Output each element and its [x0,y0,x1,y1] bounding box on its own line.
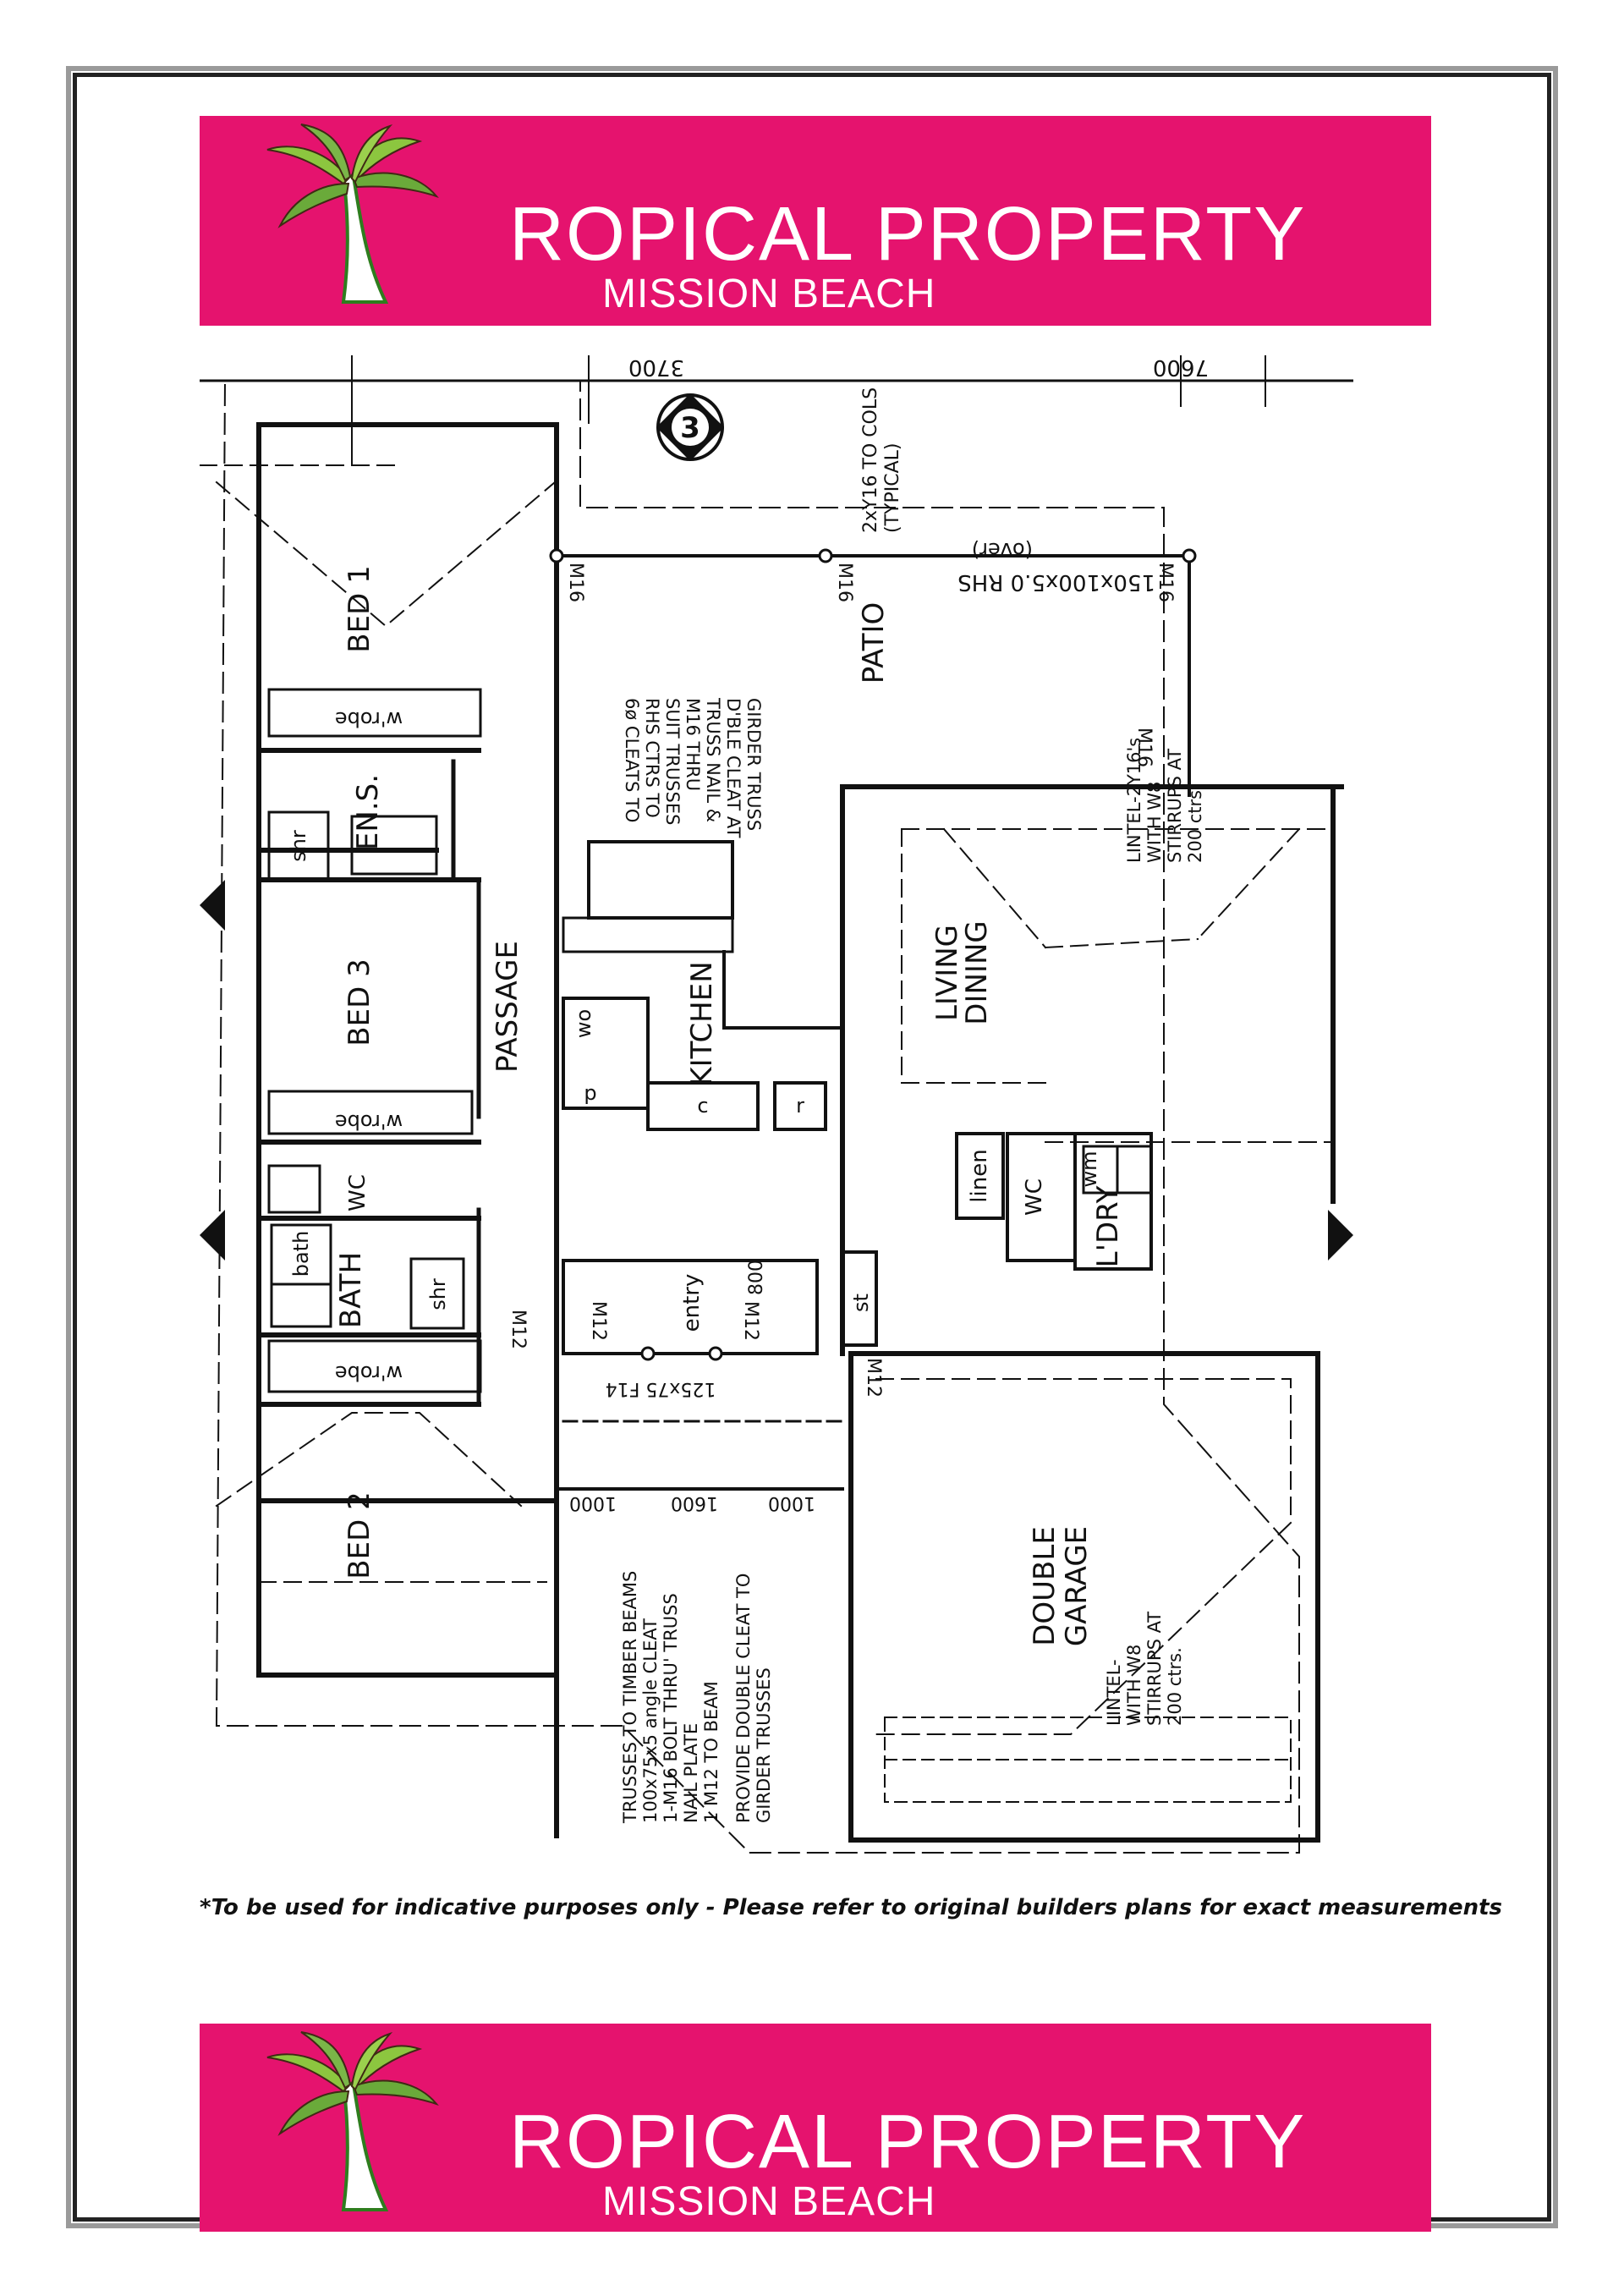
fixture-wo: wo [572,1009,595,1038]
small-room-labels: WC WC linen entry [345,1149,1047,1332]
room-garage-line1: DOUBLE [1028,1526,1062,1646]
bolt-m12-2: M12 [588,1301,609,1341]
palm-tree-logo [266,2031,439,2211]
entry-dimensions: 800 125x75 F14 1000 1600 1000 [569,1260,815,1513]
cleat-line: TRUSS NAIL & [703,697,723,822]
room-laundry: L'DRY [1091,1185,1125,1267]
cleat-line: RHS CTRS TO [642,698,662,818]
col-note-line2: (TYPICAL) [882,443,903,533]
timber-beam-label: 125x75 F14 [606,1378,716,1399]
fixture-wrobe-1: w'robe [335,707,403,731]
bolt-m12-1: M12 [508,1310,529,1349]
fixture-wrobe-2: w'robe [335,1110,403,1134]
section-marker-icon: 3 [656,393,724,461]
room-living: LIVING [930,925,964,1021]
room-kitchen: KITCHEN [685,961,719,1085]
garage-lintel-line: LINTEL- [1104,1659,1124,1726]
room-labels: BED 1 EN.S. BED 3 PASSAGE KITCHEN PATIO … [334,565,1125,1646]
fixture-shr-2: shr [426,1278,450,1310]
room-bed2: BED 2 [343,1491,376,1579]
brand-banner-top: ROPICAL PROPERTY MISSION BEACH [200,116,1431,326]
girder-line: GIRDER TRUSSES [754,1667,774,1823]
dim-top-right: 7600 [1153,355,1209,380]
brand-name: ROPICAL PROPERTY [509,2100,1307,2184]
dim-1600: 1600 [671,1492,718,1513]
bolt-m12-3: M12 [740,1301,761,1341]
brand-location: MISSION BEACH [602,272,936,316]
fixture-labels: w'robe w'robe w'robe shr shr bath wo p c… [287,707,1101,1385]
garage-lintel-line: WITH W8 [1124,1645,1144,1726]
truss-line: 1 M12 TO BEAM [701,1681,721,1823]
dim-800: 800 [746,1260,767,1295]
cleat-line: 6ø CLEATS TO [622,698,642,822]
floor-plan: 3 3700 7600 2xY16 TO COLS (TYPICAL) 150x… [200,355,1353,1854]
fixture-bath: bath [289,1231,313,1277]
bolt-m12-4: M12 [863,1358,884,1398]
fixture-pantry: p [584,1081,596,1105]
col-note-line1: 2xY16 TO COLS [860,387,881,533]
cleat-note: 6ø CLEATS TO RHS CTRS TO SUIT TRUSSES M1… [622,697,764,838]
side-marker-right-icon [1328,1210,1353,1261]
fixture-fridge: r [796,1094,804,1118]
cleat-line: SUIT TRUSSES [662,698,683,825]
room-ensuite: EN.S. [351,774,385,850]
room-dining: DINING [960,920,994,1024]
rhs-beam-label: 150x100x5.0 RHS [957,569,1155,595]
brand-location: MISSION BEACH [602,2179,936,2224]
brand-name: ROPICAL PROPERTY [509,192,1307,277]
room-linen: linen [967,1149,992,1202]
room-patio: PATIO [857,602,891,684]
lintel-line: WITH W8 [1144,782,1165,863]
room-garage-line2: GARAGE [1060,1526,1094,1646]
room-wc2: WC [1022,1178,1047,1216]
dim-1000-right: 1000 [768,1492,815,1513]
girder-line: PROVIDE DOUBLE CLEAT TO [733,1574,754,1823]
bolt-m16-3: M16 [1155,563,1176,602]
garage-lintel-line: 200 ctrs. [1165,1647,1185,1726]
room-bath: BATH [334,1252,368,1328]
palm-tree-logo [266,124,439,304]
column-markers [549,548,1197,1361]
truss-line: NAIL PLATE [681,1723,701,1823]
cleat-line: GIRDER TRUSS [743,698,764,831]
bolt-m16-4: M16 [1133,728,1155,767]
bolt-m16-1: M16 [565,563,586,602]
fixture-wrobe-3: w'robe [335,1361,403,1385]
room-entry: entry [679,1274,705,1332]
room-bed1: BED 1 [343,565,376,652]
dim-top-left: 3700 [628,355,684,380]
truss-line: 100x75x5 angle CLEAT [640,1618,661,1823]
section-marker-label: 3 [680,411,700,445]
side-marker-left-icon [200,880,225,1261]
truss-line: 1-M16 BOLT THRU' TRUSS [661,1593,681,1823]
bolt-m16-2: M16 [834,563,855,602]
garage-lintel-note: LINTEL- WITH W8 STIRRUPS AT 200 ctrs. [1104,1612,1185,1726]
cleat-line: M16 THRU [683,698,703,791]
lintel-line: STIRRUPS AT [1165,749,1185,863]
dim-1000-left: 1000 [569,1492,617,1513]
room-bed3: BED 3 [343,958,376,1046]
truss-note: TRUSSES TO TIMBER BEAMS 100x75x5 angle C… [620,1571,774,1824]
patio-lintel-note: LINTEL-2Y16's WITH W8 STIRRUPS AT 200 ct… [1124,738,1205,863]
rhs-over-label: (over) [972,538,1033,562]
fixture-wm: wm [1078,1151,1101,1187]
disclaimer-text: *To be used for indicative purposes only… [200,1895,1503,1920]
garage-lintel-line: STIRRUPS AT [1144,1612,1165,1726]
lintel-line: LINTEL-2Y16's [1124,738,1144,863]
lintel-line: 200 ctrs. [1185,784,1205,863]
room-passage: PASSAGE [491,941,524,1073]
cleat-line: D'BLE CLEAT AT [723,698,743,838]
fixture-shr-1: shr [287,830,310,862]
fixture-st: st [849,1294,873,1312]
brand-banner-bottom: ROPICAL PROPERTY MISSION BEACH [200,2024,1431,2232]
truss-line: TRUSSES TO TIMBER BEAMS [620,1571,640,1824]
fixture-cooktop: c [697,1094,708,1118]
room-wc: WC [345,1174,370,1211]
